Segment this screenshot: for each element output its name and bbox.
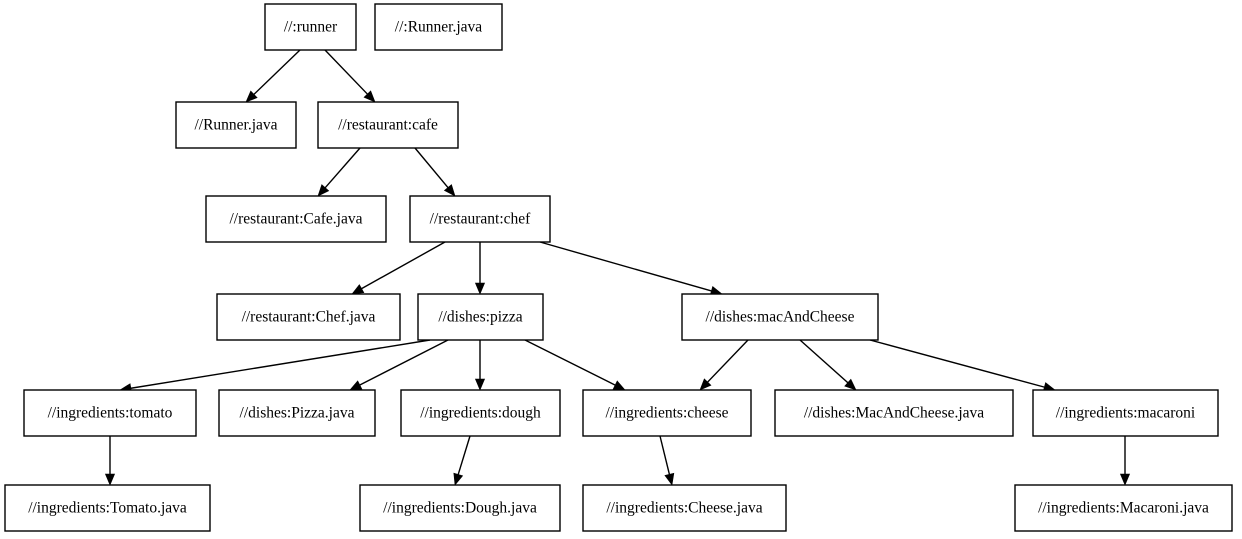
graph-node-label: //ingredients:tomato — [48, 405, 173, 422]
graph-node[interactable]: //ingredients:Cheese.java — [582, 484, 787, 532]
graph-node[interactable]: //:Runner.java — [374, 3, 503, 51]
graph-node-label: //ingredients:Macaroni.java — [1038, 500, 1209, 517]
graph-edge — [351, 241, 446, 295]
graph-node[interactable]: //Runner.java — [175, 101, 297, 149]
graph-node[interactable]: //dishes:macAndCheese — [681, 293, 879, 341]
graph-node-label: //restaurant:chef — [430, 211, 532, 228]
graph-edge — [414, 147, 456, 197]
graph-edge — [699, 339, 749, 391]
graph-node-label: //ingredients:Cheese.java — [606, 500, 762, 517]
graph-edge — [104, 436, 116, 486]
graph-edge — [799, 339, 857, 391]
graph-node-label: //Runner.java — [194, 117, 277, 134]
graph-node-label: //dishes:pizza — [438, 309, 522, 326]
graph-node-label: //ingredients:cheese — [605, 405, 728, 422]
graph-node-label: //restaurant:Chef.java — [242, 309, 376, 326]
nodes-layer: //:runner //:Runner.java //Runner.java //re… — [4, 3, 1233, 532]
graph-node-label: //dishes:MacAndCheese.java — [804, 405, 984, 422]
edges-layer — [104, 49, 1131, 486]
graph-edge — [474, 340, 486, 391]
graph-node[interactable]: //ingredients:tomato — [23, 389, 197, 437]
graph-node-label: //ingredients:macaroni — [1056, 405, 1196, 422]
graph-edge — [317, 147, 361, 197]
graph-node-label: //:Runner.java — [395, 19, 483, 36]
graph-node[interactable]: //restaurant:Cafe.java — [205, 195, 387, 243]
graph-edge — [474, 242, 486, 295]
graph-node[interactable]: //restaurant:Chef.java — [216, 293, 401, 341]
graph-node[interactable]: //ingredients:cheese — [582, 389, 752, 437]
graph-node[interactable]: //ingredients:Tomato.java — [4, 484, 211, 532]
graph-node-label: //dishes:macAndCheese — [706, 309, 855, 326]
graph-edge — [1119, 436, 1131, 486]
graph-node-label: //restaurant:cafe — [338, 117, 438, 134]
graph-node[interactable]: //:runner — [264, 3, 357, 51]
graph-edge — [453, 435, 471, 486]
graph-node[interactable]: //restaurant:cafe — [317, 101, 459, 149]
graph-edge — [119, 339, 431, 394]
graph-edge — [524, 339, 626, 391]
graph-node[interactable]: //ingredients:Macaroni.java — [1014, 484, 1233, 532]
graph-edge — [324, 49, 376, 103]
graph-node[interactable]: //ingredients:macaroni — [1032, 389, 1219, 437]
graph-edge — [659, 435, 675, 486]
graph-node[interactable]: //ingredients:dough — [400, 389, 561, 437]
graph-node-label: //ingredients:Dough.java — [383, 500, 537, 517]
graph-node-label: //dishes:Pizza.java — [240, 405, 355, 422]
graph-edge — [245, 49, 301, 103]
graph-node[interactable]: //dishes:MacAndCheese.java — [774, 389, 1014, 437]
graph-node[interactable]: //restaurant:chef — [409, 195, 551, 243]
graph-node-label: //restaurant:Cafe.java — [230, 211, 363, 228]
graph-edge — [539, 241, 723, 296]
graph-edge — [869, 339, 1056, 392]
graph-node[interactable]: //dishes:pizza — [417, 293, 544, 341]
graph-edge — [349, 339, 449, 391]
graph-node-label: //ingredients:dough — [420, 405, 541, 422]
graph-node-label: //ingredients:Tomato.java — [28, 500, 187, 517]
graph-node-label: //:runner — [284, 19, 338, 36]
graph-node[interactable]: //dishes:Pizza.java — [218, 389, 376, 437]
graph-node[interactable]: //ingredients:Dough.java — [359, 484, 561, 532]
